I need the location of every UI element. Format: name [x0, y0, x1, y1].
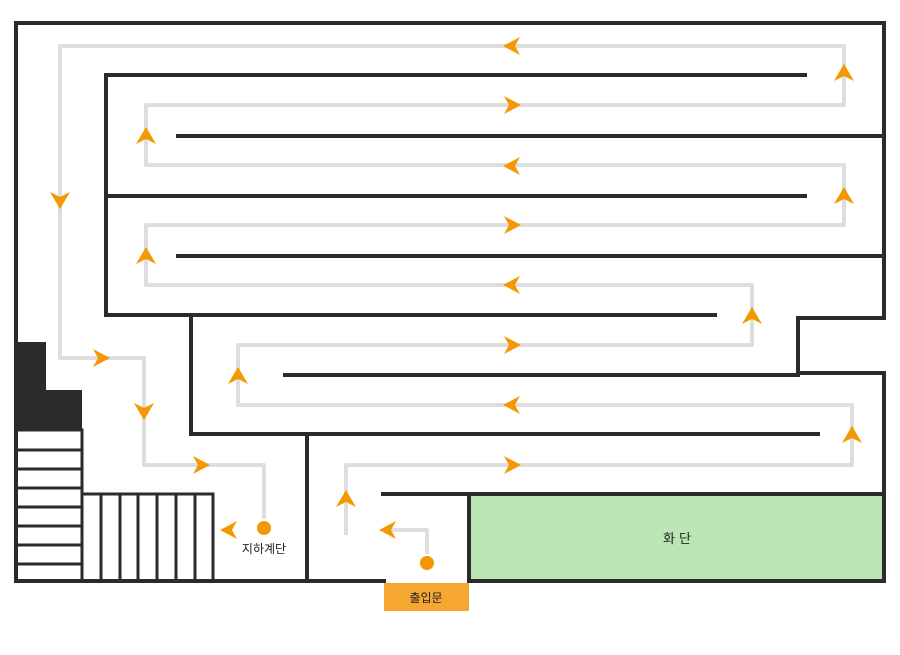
flower-bed — [470, 495, 884, 581]
arrow-left-icon — [503, 37, 520, 55]
arrow-up-icon — [136, 127, 156, 144]
arrow-right-icon — [93, 349, 110, 367]
arrow-left-icon — [220, 521, 237, 539]
direction-arrows — [50, 37, 862, 539]
arrow-up-icon — [834, 187, 854, 204]
arrow-down-icon — [134, 403, 154, 420]
stairs — [16, 428, 215, 581]
arrow-left-icon — [503, 157, 520, 175]
entrance-block — [384, 583, 469, 611]
arrow-left-icon — [503, 396, 520, 414]
flower-bed-label: 화 단 — [663, 532, 691, 547]
arrow-left-icon — [503, 276, 520, 294]
stairs-dot-icon — [255, 519, 273, 537]
arrow-up-icon — [336, 490, 356, 507]
arrow-up-icon — [834, 64, 854, 81]
arrow-up-icon — [842, 426, 862, 443]
walking-path — [58, 44, 854, 563]
stair-block-upper — [16, 342, 46, 392]
arrow-right-icon — [193, 456, 210, 474]
arrow-down-icon — [50, 192, 70, 209]
arrow-up-icon — [136, 247, 156, 264]
arrow-up-icon — [228, 367, 248, 384]
basement-stairs-label: 지하계단 — [242, 542, 286, 556]
arrow-right-icon — [504, 336, 521, 354]
entrance-dot-icon — [418, 554, 436, 572]
entrance-label: 출입문 — [409, 591, 442, 605]
arrow-up-icon — [742, 307, 762, 324]
walls — [14, 21, 886, 583]
arrow-left-icon — [379, 521, 396, 539]
arrow-right-icon — [504, 216, 521, 234]
arrow-right-icon — [504, 456, 521, 474]
stair-block-lower — [16, 390, 82, 430]
arrow-right-icon — [504, 96, 521, 114]
